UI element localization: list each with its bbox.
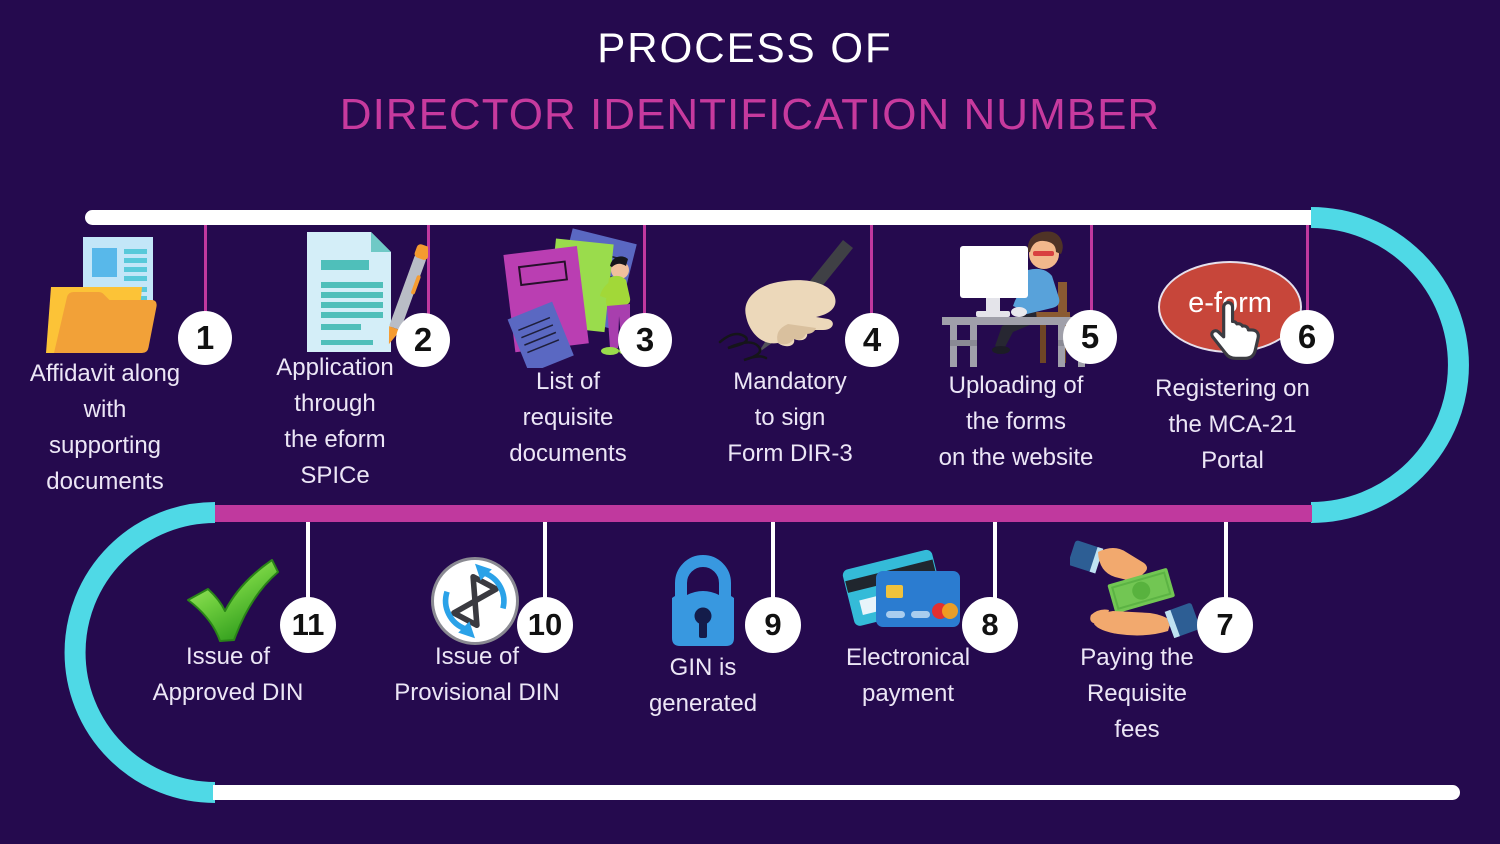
padlock-icon: [672, 555, 734, 646]
step-4-connector: [870, 225, 873, 315]
page-subtitle: DIRECTOR IDENTIFICATION NUMBER: [339, 90, 1161, 139]
folder-documents-icon: [46, 237, 157, 353]
step-6-number-badge: 6: [1280, 310, 1334, 364]
step-2-number-badge: 2: [396, 313, 450, 367]
step-6-connector: [1306, 225, 1309, 312]
step-5-number-badge: 5: [1063, 310, 1117, 364]
step-3-number-badge: 3: [618, 313, 672, 367]
flow-line-middle: [213, 505, 1312, 522]
step-8-connector: [993, 522, 997, 602]
step-4-number-badge: 4: [845, 313, 899, 367]
person-computer-icon: [942, 231, 1093, 367]
step-9-connector: [771, 522, 775, 602]
step-7-connector: [1224, 522, 1228, 602]
flow-line-bottom: [213, 785, 1460, 800]
hourglass-refresh-icon: [431, 557, 519, 645]
step-8-number-badge: 8: [962, 597, 1018, 653]
cursor-hand-icon: [1210, 300, 1260, 360]
step-1-number-badge: 1: [178, 311, 232, 365]
credit-cards-icon: [842, 549, 960, 627]
flow-arc-left: [64, 502, 216, 803]
step-5-connector: [1090, 225, 1093, 312]
flow-arc-right: [1310, 207, 1469, 523]
signing-hand-icon: [718, 240, 853, 362]
eform-application-icon: [307, 232, 428, 352]
step-7-number-badge: 7: [1197, 597, 1253, 653]
flow-line-top: [85, 210, 1311, 225]
step-2-connector: [427, 225, 430, 315]
step-10-connector: [543, 522, 547, 602]
step-1-connector: [204, 225, 207, 313]
page-title: PROCESS OF: [597, 24, 893, 71]
step-10-number-badge: 10: [517, 597, 573, 653]
step-9-number-badge: 9: [745, 597, 801, 653]
requisite-documents-icon: [503, 228, 637, 368]
paying-hands-icon: [1070, 540, 1200, 639]
step-11-connector: [306, 522, 310, 602]
checkmark-icon: [187, 559, 279, 642]
step-11-number-badge: 11: [280, 597, 336, 653]
step-3-connector: [643, 225, 646, 315]
